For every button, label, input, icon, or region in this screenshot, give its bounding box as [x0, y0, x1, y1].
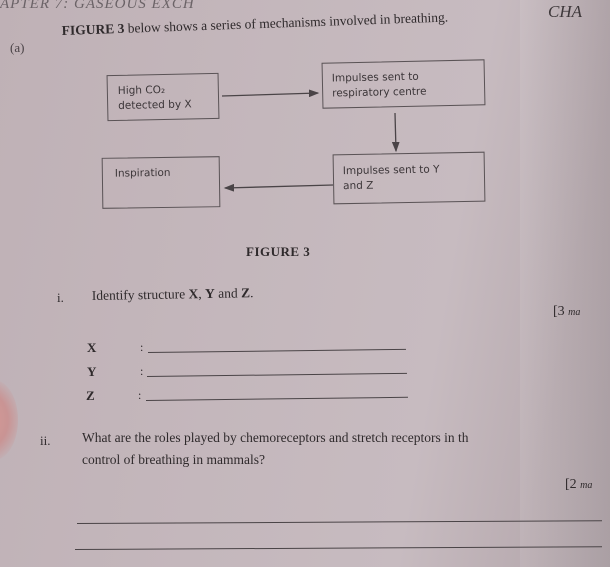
answer-label-x: X [87, 340, 97, 355]
question-ii-line2: control of breathing in mammals? [82, 452, 265, 467]
q1-sep2: and [214, 285, 242, 301]
question-ii-number: ii. [40, 433, 51, 448]
figure-caption: FIGURE 3 [246, 244, 311, 259]
arrow-left-icon [223, 183, 334, 192]
answer-label-z: Z [86, 388, 95, 403]
chapter-tag: CHA [548, 2, 582, 21]
question-ii-line1: What are the roles played by chemorecept… [82, 430, 469, 445]
marks-2-bracket: [2 [565, 477, 581, 492]
marks-3: [3 ma [553, 304, 580, 320]
marks-2-unit: ma [580, 480, 593, 491]
answer-colon-z: : [138, 388, 142, 402]
q1-end: . [249, 285, 254, 301]
answer-colon-x: : [140, 340, 144, 354]
question-a-label: (a) [10, 40, 25, 55]
answer-colon-y: : [140, 364, 144, 378]
finger-in-photo [0, 380, 18, 460]
q1-y: Y [204, 285, 215, 302]
question-i-text: Identify structure X, Y and Z. [92, 285, 254, 304]
page-edge-shadow [520, 0, 610, 567]
marks-2: [2 ma [565, 477, 592, 493]
q1-prefix: Identify structure [91, 286, 189, 304]
marks-3-unit: ma [568, 307, 581, 318]
arrow-down-icon [391, 112, 400, 153]
question-i-number: i. [57, 290, 64, 305]
arrow-right-icon [221, 89, 320, 98]
answer-label-y: Y [87, 364, 97, 379]
chapter-title: APTER 7: GASEOUS EXCH [0, 0, 195, 12]
marks-3-bracket: [3 [553, 304, 569, 319]
